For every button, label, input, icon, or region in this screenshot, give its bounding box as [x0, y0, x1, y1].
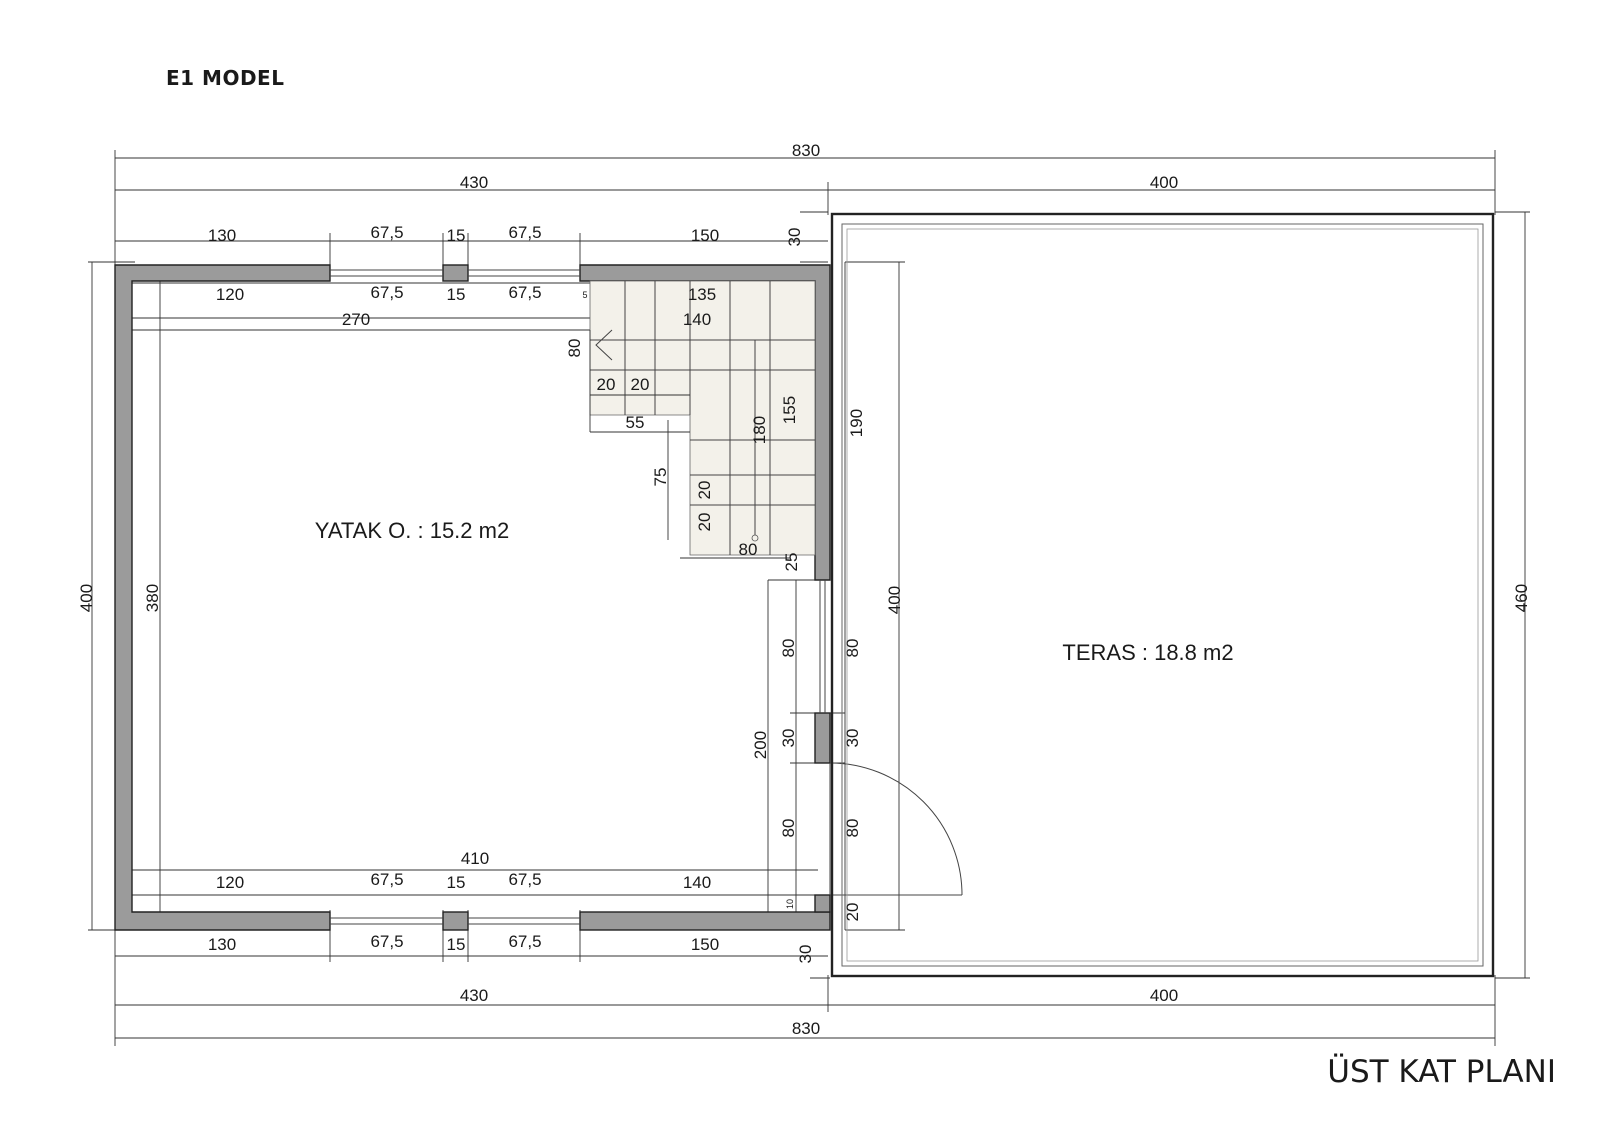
- terrace: [830, 212, 1495, 978]
- dim-top-inner-2: 67,5: [370, 283, 403, 302]
- dim-stair-135: 135: [688, 285, 716, 304]
- dim-total-top: 830: [792, 141, 820, 160]
- dim-left-top: 430: [460, 173, 488, 192]
- terrace-label: TERAS : 18.8 m2: [1062, 640, 1233, 665]
- dim-bottom-inner-1: 120: [216, 873, 244, 892]
- dim-top-outer-5: 150: [691, 226, 719, 245]
- windows: [330, 269, 826, 925]
- dim-stair-20c: 20: [695, 481, 714, 500]
- dim-left-inner: 380: [143, 584, 162, 612]
- dim-inner-410: 410: [461, 849, 489, 868]
- dim-door-80d: 80: [843, 819, 862, 838]
- dim-bottom-outer-6: 30: [796, 945, 815, 964]
- dim-door-10: 10: [785, 899, 795, 909]
- dim-door-20: 20: [843, 903, 862, 922]
- dim-top-inner-1: 120: [216, 285, 244, 304]
- dim-top-outer-6: 30: [785, 228, 804, 247]
- dim-stair-20a: 20: [597, 375, 616, 394]
- dim-stair-140: 140: [683, 310, 711, 329]
- dimension-labels: 830 430 400 130 67,5 15 67,5 150 30 120 …: [77, 141, 1531, 1038]
- dim-stair-20d: 20: [695, 513, 714, 532]
- dim-stair-5: 5: [582, 290, 587, 300]
- dim-left-outer: 400: [77, 584, 96, 612]
- dim-stair-180: 180: [750, 416, 769, 444]
- dim-left-bottom: 430: [460, 986, 488, 1005]
- dim-bottom-inner-3: 15: [447, 873, 466, 892]
- dim-inner-width: 270: [342, 310, 370, 329]
- dim-terrace-height: 460: [1512, 584, 1531, 612]
- dim-stair-80b: 80: [739, 540, 758, 559]
- dim-stair-25: 25: [782, 553, 801, 572]
- stair: [589, 280, 816, 559]
- dim-bottom-outer-3: 15: [447, 935, 466, 954]
- dimension-lines-side: [88, 211, 1530, 979]
- dim-stair-20b: 20: [631, 375, 650, 394]
- dim-stair-55: 55: [626, 413, 645, 432]
- dim-stair-75: 75: [651, 468, 670, 487]
- dim-top-outer-3: 15: [447, 226, 466, 245]
- dim-right-wall-190: 190: [847, 409, 866, 437]
- dim-bottom-outer-2: 67,5: [370, 932, 403, 951]
- dim-door-80a: 80: [779, 639, 798, 658]
- dim-bottom-inner-5: 140: [683, 873, 711, 892]
- bedroom-label: YATAK O. : 15.2 m2: [315, 518, 509, 543]
- dim-top-inner-4: 67,5: [508, 283, 541, 302]
- dim-right-wall-400: 400: [885, 586, 904, 614]
- model-title: E1 MODEL: [166, 66, 285, 90]
- dim-door-80c: 80: [779, 819, 798, 838]
- dim-stair-155: 155: [780, 396, 799, 424]
- dim-bottom-outer-5: 150: [691, 935, 719, 954]
- dim-top-outer-4: 67,5: [508, 223, 541, 242]
- dim-bottom-outer-4: 67,5: [508, 932, 541, 951]
- dim-door-80b: 80: [843, 639, 862, 658]
- dim-door-30b: 30: [843, 729, 862, 748]
- dim-top-outer-2: 67,5: [370, 223, 403, 242]
- dim-door-30a: 30: [779, 729, 798, 748]
- plan-title: ÜST KAT PLANI: [1327, 1054, 1556, 1090]
- dimension-lines-bottom: [114, 910, 1496, 1046]
- dim-right-bottom: 400: [1150, 986, 1178, 1005]
- door: [829, 762, 963, 896]
- dim-total-bottom: 830: [792, 1019, 820, 1038]
- dim-bottom-inner-2: 67,5: [370, 870, 403, 889]
- dim-right-top: 400: [1150, 173, 1178, 192]
- dim-bottom-inner-4: 67,5: [508, 870, 541, 889]
- dim-top-outer-1: 130: [208, 226, 236, 245]
- dim-bottom-outer-1: 130: [208, 935, 236, 954]
- dim-door-200: 200: [751, 731, 770, 759]
- dim-stair-80: 80: [565, 339, 584, 358]
- dim-top-inner-3: 15: [447, 285, 466, 304]
